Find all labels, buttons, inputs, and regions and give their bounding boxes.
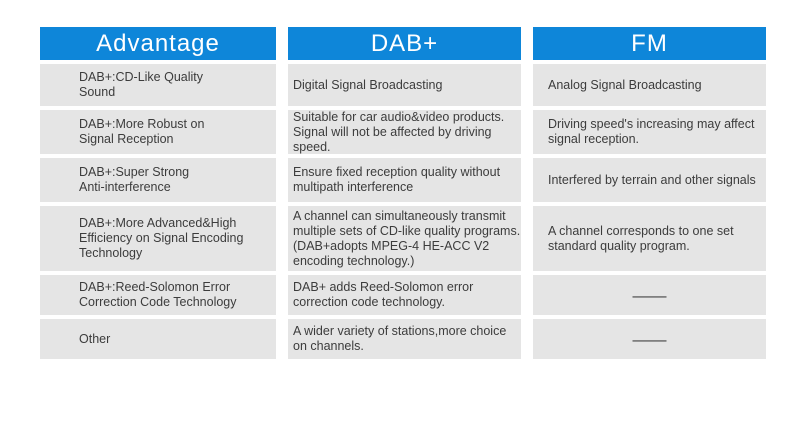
comparison-table: Advantage DAB+:CD-Like Quality Sound DAB… bbox=[40, 27, 766, 359]
advantage-row-reed-solomon: DAB+:Reed-Solomon Error Correction Code … bbox=[40, 275, 276, 315]
fm-row-terrain-interference: Interfered by terrain and other signals bbox=[533, 158, 766, 202]
fm-row-channel-program: A channel corresponds to one set standar… bbox=[533, 206, 766, 271]
dab-row-digital-broadcasting: Digital Signal Broadcasting bbox=[288, 64, 521, 106]
dab-row-reed-solomon: DAB+ adds Reed-Solomon error correction … bbox=[288, 275, 521, 315]
column-header-fm: FM bbox=[533, 27, 766, 60]
fm-row-dash-1: —— bbox=[533, 275, 766, 315]
column-header-dab: DAB+ bbox=[288, 27, 521, 60]
dab-row-channel-programs: A channel can simultaneously transmit mu… bbox=[288, 206, 521, 271]
dab-row-station-variety: A wider variety of stations,more choice … bbox=[288, 319, 521, 359]
advantage-row-encoding: DAB+:More Advanced&High Efficiency on Si… bbox=[40, 206, 276, 271]
advantage-row-anti-interference: DAB+:Super Strong Anti-interference bbox=[40, 158, 276, 202]
column-header-advantage: Advantage bbox=[40, 27, 276, 60]
fm-row-dash-2: —— bbox=[533, 319, 766, 359]
fm-row-analog-broadcasting: Analog Signal Broadcasting bbox=[533, 64, 766, 106]
advantage-row-robust-reception: DAB+:More Robust on Signal Reception bbox=[40, 110, 276, 154]
dab-row-driving-speed: Suitable for car audio&video products. S… bbox=[288, 110, 521, 154]
fm-row-driving-speed: Driving speed's increasing may affect si… bbox=[533, 110, 766, 154]
advantage-row-cd-quality: DAB+:CD-Like Quality Sound bbox=[40, 64, 276, 106]
advantage-row-other: Other bbox=[40, 319, 276, 359]
dab-row-multipath: Ensure fixed reception quality without m… bbox=[288, 158, 521, 202]
